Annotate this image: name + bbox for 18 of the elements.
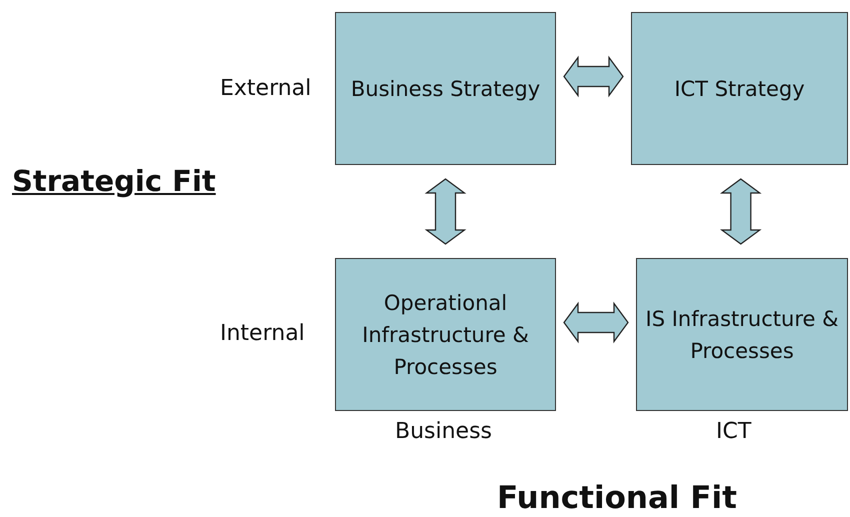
axis-title: Functional Fit [497, 480, 737, 516]
axis-title: Strategic Fit [12, 164, 216, 198]
process-box [636, 258, 848, 411]
row-label: External [220, 76, 312, 101]
column-label: Business [395, 419, 492, 444]
double-arrow [720, 178, 762, 245]
double-arrow [563, 302, 629, 344]
process-box [335, 12, 556, 165]
box-label: IS Infrastructure & Processes [644, 306, 840, 364]
double-arrow [424, 178, 466, 245]
row-label: Internal [220, 321, 305, 346]
double-arrow [563, 56, 624, 98]
box-label: Business Strategy [350, 76, 542, 102]
box-label: Operational Infrastructure & Processes [361, 290, 530, 380]
process-box [335, 258, 556, 411]
box-label: ICT Strategy [673, 76, 806, 102]
column-label: ICT [716, 419, 752, 444]
process-box [631, 12, 848, 165]
